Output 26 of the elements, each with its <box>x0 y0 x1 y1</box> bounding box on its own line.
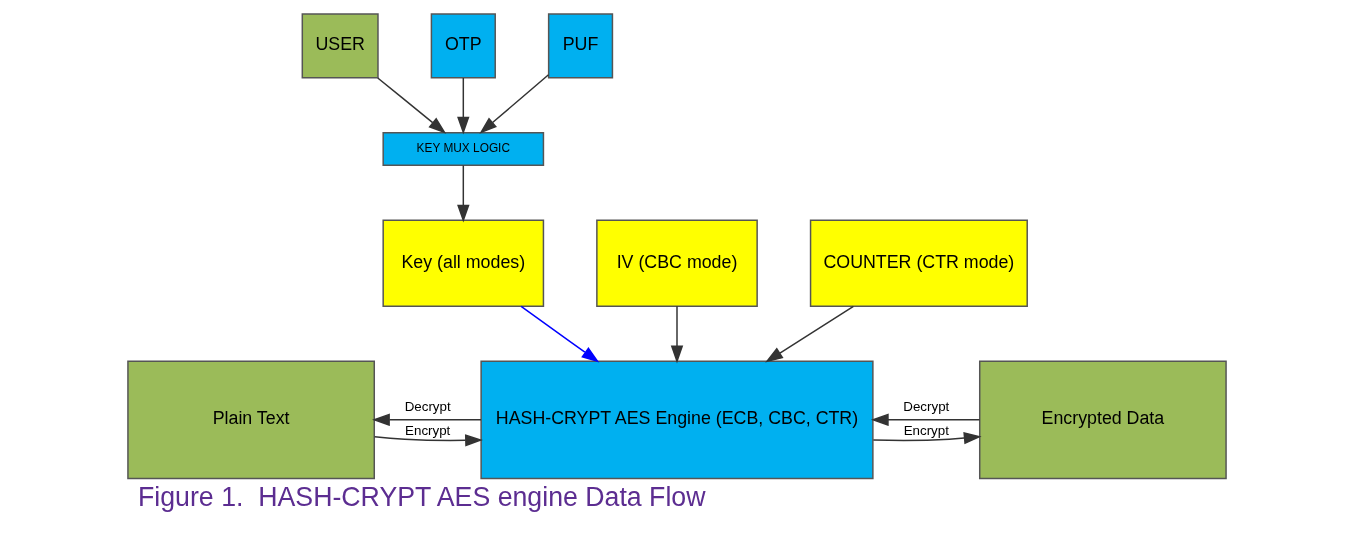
node-box: Encrypted Data <box>978 360 1227 480</box>
node-box: OTP <box>430 13 496 79</box>
node-box: HASH-CRYPT AES Engine (ECB, CBC, CTR) <box>479 360 874 480</box>
node-box: PUF <box>547 13 613 79</box>
caption: Figure 1. HASH-CRYPT AES engine Data Flow <box>137 481 705 512</box>
arrow <box>670 305 683 364</box>
arrow <box>764 305 854 363</box>
arrow <box>870 413 980 427</box>
arrow <box>519 305 599 363</box>
node-box: KEY MUX LOGIC <box>381 131 544 167</box>
node-box: Plain Text <box>126 360 375 480</box>
edge-label: Encrypt <box>903 422 949 438</box>
arrow <box>478 74 549 134</box>
arrow <box>456 164 470 223</box>
arrow <box>373 434 483 447</box>
node-box: COUNTER (CTR mode) <box>809 219 1028 308</box>
node-box: Key (all modes) <box>381 219 544 308</box>
node-box: USER <box>301 13 379 79</box>
edge-label: Decrypt <box>404 399 451 415</box>
arrow <box>376 77 446 134</box>
node-box: IV (CBC mode) <box>595 219 758 308</box>
arrow <box>371 413 482 427</box>
edge-label: Decrypt <box>902 399 949 415</box>
arrow <box>456 77 470 135</box>
edge-label: Encrypt <box>404 422 450 438</box>
arrow <box>872 431 982 445</box>
